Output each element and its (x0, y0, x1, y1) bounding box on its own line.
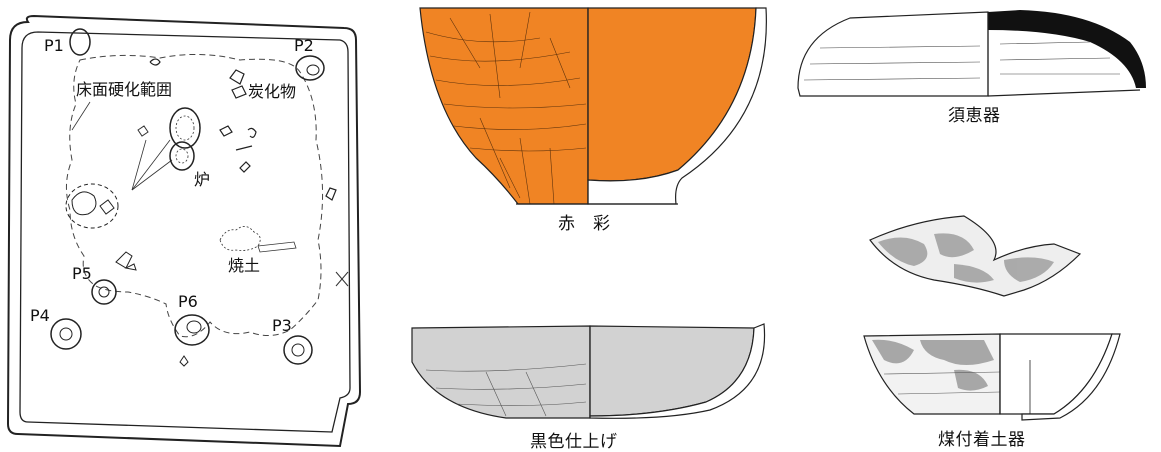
posthole-p4 (50, 318, 82, 350)
posthole-p3 (283, 335, 313, 365)
label-floor-hardening: 床面硬化範囲 (76, 80, 173, 99)
cross-mark (335, 271, 349, 287)
sue-vessel-lines (803, 41, 1120, 81)
sue-vessel-section (988, 10, 1146, 88)
black-vessel-wall (589, 323, 766, 419)
artifact-cluster-left (65, 183, 189, 367)
caption-red-painted: 赤 彩 (558, 214, 611, 234)
label-p3: P3 (272, 316, 292, 335)
label-p2: P2 (294, 36, 314, 55)
soot-bowl-wall (1021, 333, 1121, 421)
outer-wall (6, 14, 362, 448)
soot-vessel-drawing (863, 215, 1121, 421)
red-vessel-burnish-lines (425, 11, 587, 205)
burnt-soil-area (219, 226, 297, 253)
caption-black-finished: 黒色仕上げ (530, 432, 618, 452)
label-burnt-soil: 焼土 (228, 256, 261, 275)
hearth (169, 107, 201, 171)
sue-vessel-exterior (797, 11, 989, 97)
black-vessel-exterior (411, 325, 591, 419)
label-hearth: 炉 (194, 170, 211, 189)
red-painted-vessel: 赤 彩 (419, 7, 780, 233)
hearth-leaders (131, 139, 173, 191)
label-p1: P1 (44, 36, 64, 55)
inner-wall (19, 31, 351, 433)
soot-fragment-marks (878, 233, 1054, 283)
posthole-p2 (295, 55, 325, 81)
red-vessel-drawing (419, 7, 767, 205)
black-finished-vessel: 黒色仕上げ (406, 322, 776, 452)
label-p4: P4 (30, 306, 50, 325)
posthole-p6 (174, 314, 210, 346)
floor-label-leader (71, 101, 91, 131)
charcoal-deposit (149, 58, 337, 201)
sue-vessel-drawing (797, 10, 1146, 97)
red-vessel-section (587, 7, 757, 182)
red-vessel-exterior (419, 7, 589, 205)
black-vessel-drawing (411, 323, 766, 419)
black-vessel-section (589, 325, 755, 417)
pit-plan: P1 P2 P3 P4 P5 P6 床面硬化範囲 炭化物 炉 焼土 (0, 0, 370, 452)
caption-soot-adhered: 煤付着土器 (938, 430, 1026, 450)
label-p6: P6 (178, 292, 198, 311)
small-sherd (137, 125, 149, 137)
sue-ware-vessel: 須恵器 (790, 8, 1150, 138)
caption-sue-ware: 須恵器 (948, 106, 1001, 126)
posthole-p5 (91, 279, 117, 305)
posthole-p1 (69, 28, 91, 56)
soot-vessel: 煤付着土器 (854, 200, 1154, 452)
pit-plan-drawing (6, 14, 362, 448)
label-charcoal: 炭化物 (248, 82, 297, 101)
label-p5: P5 (72, 264, 92, 283)
